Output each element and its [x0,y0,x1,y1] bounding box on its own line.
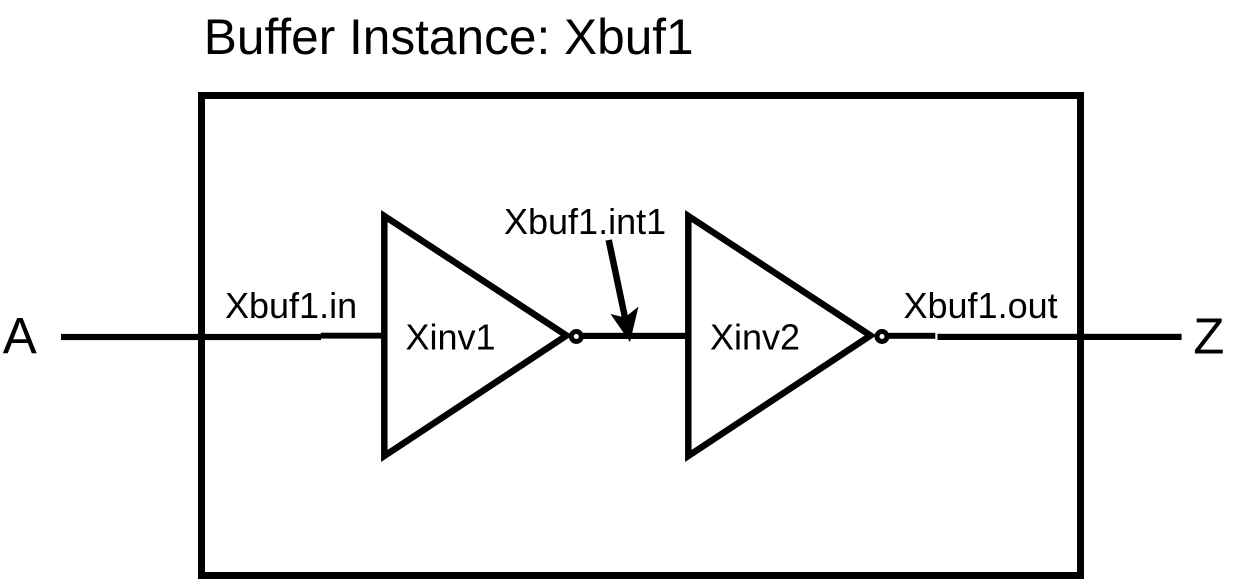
svg-text:Xbuf1.in: Xbuf1.in [225,285,357,326]
svg-text:Z: Z [1193,308,1224,365]
svg-text:Xbuf1.int1: Xbuf1.int1 [504,201,666,242]
svg-text:Xinv1: Xinv1 [406,317,496,358]
svg-text:Xinv2: Xinv2 [710,317,800,358]
svg-text:A: A [3,308,37,365]
svg-text:Xbuf1.out: Xbuf1.out [904,285,1058,326]
svg-text:Buffer Instance: Xbuf1: Buffer Instance: Xbuf1 [204,9,694,65]
